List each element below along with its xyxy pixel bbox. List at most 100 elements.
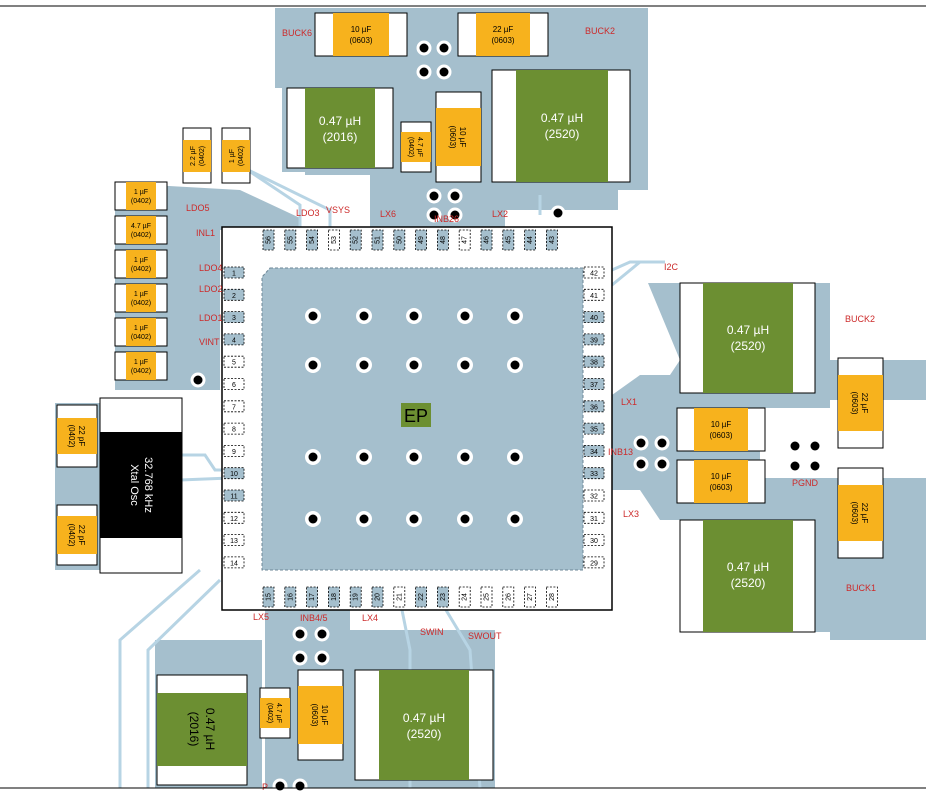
via bbox=[416, 40, 432, 56]
pin-22: 22 bbox=[415, 586, 428, 608]
pin-44-number: 44 bbox=[527, 236, 534, 244]
ind-top-right-pkg: (2520) bbox=[545, 127, 580, 141]
xtal-cap-bot-pkg: (0402) bbox=[67, 523, 76, 546]
pin-54: 54 bbox=[306, 229, 319, 251]
pin-21: 21 bbox=[393, 586, 406, 608]
cap-bot-4u7-pkg: (0402) bbox=[266, 703, 273, 723]
pin-16-number: 16 bbox=[287, 593, 294, 601]
cap-r-22a-value: 22 µF bbox=[860, 393, 869, 414]
ind-bot-left-pkg: (2016) bbox=[187, 712, 201, 747]
cap-bottom-10uF: 10 µF (0603) bbox=[297, 669, 344, 761]
cap-r-22b-value: 22 µF bbox=[860, 503, 869, 524]
cap-bot-4u7-value: 4.7 µF bbox=[275, 703, 282, 723]
cap-r-22a-pkg: (0603) bbox=[850, 391, 859, 414]
left-cap-5: 1 µF(0402) bbox=[114, 317, 168, 347]
pin-19: 19 bbox=[349, 586, 362, 608]
cap-xtal-bottom: 22 pF (0402) bbox=[56, 504, 98, 566]
cap-top-10v-value: 10 µF bbox=[458, 127, 467, 148]
pin-47: 47 bbox=[458, 229, 471, 251]
left-cap-3-value: 1 µF bbox=[134, 257, 148, 264]
inductor-top-right: 0.47 µH (2520) bbox=[491, 69, 631, 183]
cap-top-4u7-value: 4.7 µF bbox=[416, 137, 423, 157]
label-ldo3: LDO3 bbox=[296, 208, 320, 218]
via bbox=[633, 456, 649, 472]
pin-33-number: 33 bbox=[590, 471, 598, 478]
left-cap-4: 1 µF(0402) bbox=[114, 283, 168, 313]
ep-via bbox=[406, 511, 422, 527]
ep-via bbox=[507, 449, 523, 465]
pin-6: 6 bbox=[223, 378, 245, 390]
ep-via bbox=[507, 357, 523, 373]
cap-bot-10-value: 10 µF bbox=[320, 705, 329, 726]
label-buck2-right: BUCK2 bbox=[845, 314, 875, 324]
ep-via bbox=[305, 308, 321, 324]
ep-via bbox=[356, 511, 372, 527]
pin-53: 53 bbox=[327, 229, 340, 251]
pin-4-number: 4 bbox=[232, 337, 236, 344]
pin-1-number: 1 bbox=[232, 271, 236, 278]
left-cap-1: 1 µF(0402) bbox=[114, 181, 168, 211]
pin-30-number: 30 bbox=[590, 538, 598, 545]
pin-16: 16 bbox=[284, 586, 297, 608]
trace-i2c-2 bbox=[611, 260, 641, 287]
via bbox=[292, 626, 308, 642]
ep-via bbox=[457, 308, 473, 324]
pin-43-number: 43 bbox=[549, 236, 556, 244]
left-cap-5-pkg: (0402) bbox=[131, 334, 151, 341]
pin-37: 37 bbox=[583, 378, 605, 390]
pin-23-number: 23 bbox=[440, 593, 447, 601]
pin-20-number: 20 bbox=[375, 593, 382, 601]
cap-bot-10-pkg: (0603) bbox=[310, 703, 319, 726]
pin-52: 52 bbox=[349, 229, 362, 251]
pin-38-number: 38 bbox=[590, 360, 598, 367]
pin-28-number: 28 bbox=[549, 593, 556, 601]
ind-right-top-value: 0.47 µH bbox=[727, 323, 769, 337]
cap-r-10b-pkg: (0603) bbox=[709, 483, 732, 492]
label-ldo4: LDO4 bbox=[199, 263, 223, 273]
via bbox=[426, 188, 442, 204]
via bbox=[654, 435, 670, 451]
pin-1: 1 bbox=[223, 266, 245, 279]
ep-label: EP bbox=[404, 406, 428, 426]
pin-41-number: 41 bbox=[590, 293, 598, 300]
cap-right-22uF-a: 22 µF (0603) bbox=[837, 357, 884, 449]
xtal-value: 32.768 kHz bbox=[142, 457, 154, 513]
ep-via bbox=[406, 449, 422, 465]
ep-vias bbox=[305, 308, 523, 527]
cap-top-22-value: 22 µF bbox=[493, 25, 514, 34]
pin-25: 25 bbox=[480, 586, 493, 608]
label-buck1: BUCK1 bbox=[846, 583, 876, 593]
label-pgnd: PGND bbox=[792, 478, 819, 488]
pin-18: 18 bbox=[327, 586, 340, 608]
ep-via bbox=[457, 511, 473, 527]
net-labels: BUCK6 BUCK2 BUCK2 BUCK1 LDO5 LDO3 VSYS L… bbox=[186, 26, 876, 791]
label-lx4: LX4 bbox=[362, 613, 378, 623]
via bbox=[447, 207, 463, 223]
pin-54-number: 54 bbox=[309, 236, 316, 244]
pin-3-number: 3 bbox=[232, 315, 236, 322]
via bbox=[447, 188, 463, 204]
pin-8-number: 8 bbox=[232, 427, 236, 434]
ep-via bbox=[356, 449, 372, 465]
ind-bot-right-value: 0.47 µH bbox=[403, 711, 445, 725]
pin-24-number: 24 bbox=[462, 593, 469, 601]
pin-39: 39 bbox=[583, 333, 605, 346]
label-ldo5: LDO5 bbox=[186, 203, 210, 213]
pin-49: 49 bbox=[415, 229, 428, 251]
pin-5-number: 5 bbox=[232, 360, 236, 367]
ind-right-top-pkg: (2520) bbox=[731, 339, 766, 353]
pin-7: 7 bbox=[223, 400, 245, 413]
ep-via bbox=[406, 357, 422, 373]
pin-7-number: 7 bbox=[232, 404, 236, 411]
cap-top-10uF: 10 µF (0603) bbox=[314, 12, 408, 57]
pin-45: 45 bbox=[502, 229, 515, 251]
label-inb13: INB13 bbox=[608, 447, 633, 457]
via bbox=[807, 458, 823, 474]
ep-via bbox=[457, 449, 473, 465]
ep-via bbox=[305, 511, 321, 527]
label-vsys: VSYS bbox=[326, 205, 350, 215]
label-buck6: BUCK6 bbox=[282, 28, 312, 38]
ep-via bbox=[305, 449, 321, 465]
